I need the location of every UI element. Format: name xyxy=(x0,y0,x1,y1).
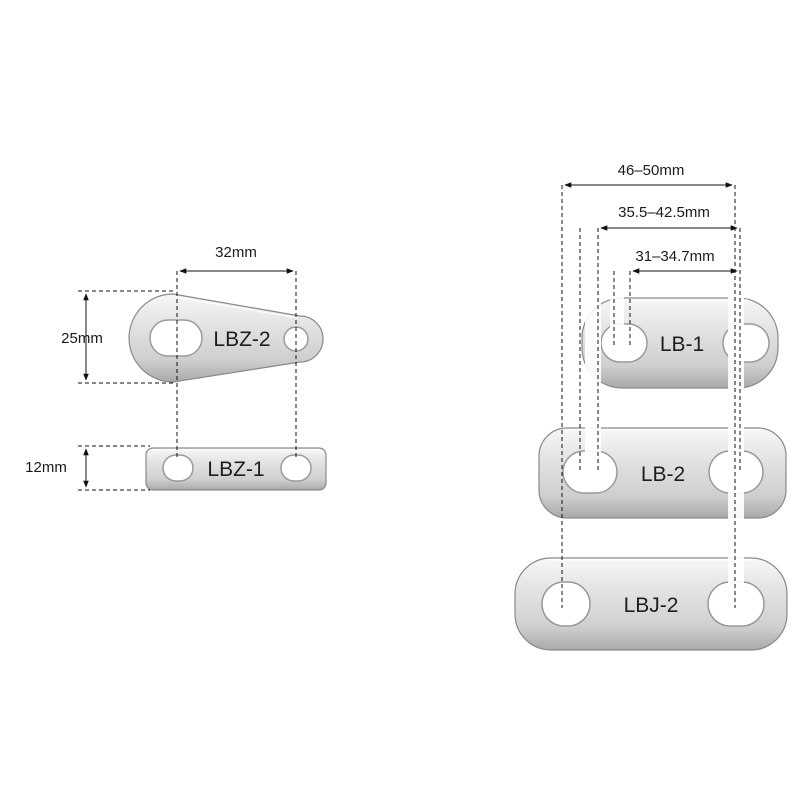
lbz-dimensions xyxy=(78,268,297,491)
lbz1-hole-left xyxy=(162,454,194,482)
lb-dimensions xyxy=(561,182,741,608)
part-lbz1: LBZ-1 xyxy=(145,447,327,491)
lbj2-spacing-label: 46–50mm xyxy=(618,162,685,179)
lbz-spacing-label: 32mm xyxy=(215,244,257,261)
part-lbj2: LBJ-2 xyxy=(514,557,788,651)
guide-bands xyxy=(585,190,744,610)
lbz1-plate xyxy=(145,447,327,491)
lbz2-slot-hole xyxy=(149,319,203,357)
lb1-spacing-label: 31–34.7mm xyxy=(635,248,714,265)
lb2-label: LB-2 xyxy=(641,463,685,486)
lbj2-hole-left xyxy=(541,581,591,627)
lbz2-label: LBZ-2 xyxy=(213,328,270,351)
lbz1-hole-right xyxy=(280,454,312,482)
part-lb2: LB-2 xyxy=(538,427,787,519)
lb1-label: LB-1 xyxy=(660,333,704,356)
lbz1-height-label: 12mm xyxy=(25,459,67,476)
lb2-spacing-label: 35.5–42.5mm xyxy=(618,204,710,221)
lbj2-label: LBJ-2 xyxy=(624,594,679,617)
part-lbz2: LBZ-2 xyxy=(128,293,324,383)
lbz2-height-label: 25mm xyxy=(61,330,103,347)
lbz1-label: LBZ-1 xyxy=(207,458,264,481)
lbj2-plate xyxy=(514,557,788,651)
